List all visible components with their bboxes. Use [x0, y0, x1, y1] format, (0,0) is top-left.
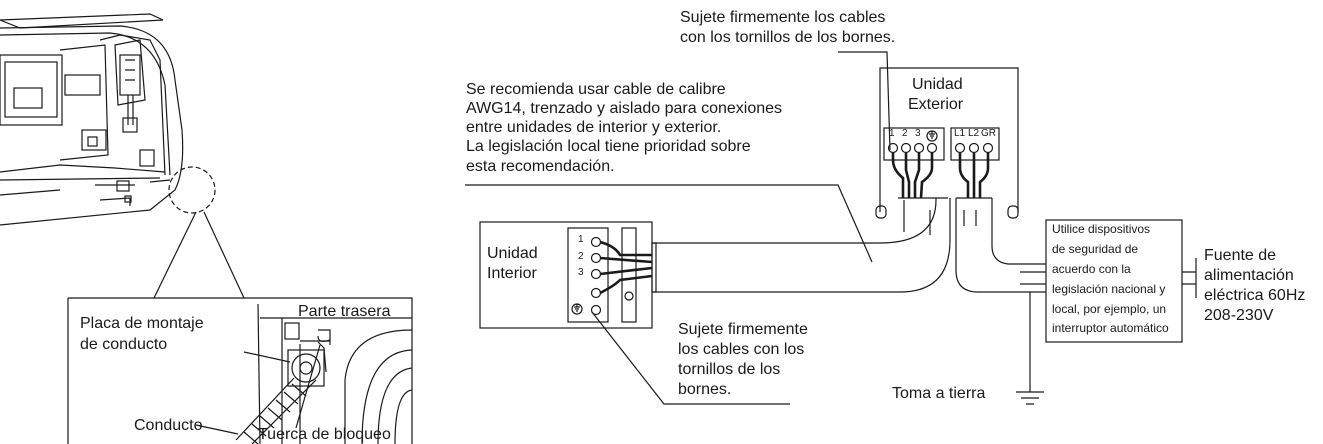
indoor-unit-illustration — [0, 13, 184, 226]
inset-rear-label: Parte trasera — [298, 303, 391, 320]
indoor-unit-label-line1: Unidad — [487, 245, 538, 262]
interconnect-cable — [652, 197, 951, 293]
outdoor-terminal-1: 1 — [889, 128, 895, 139]
ground-symbol — [1016, 384, 1044, 405]
detail-marker-circle — [168, 166, 216, 214]
safety-note-line6: interruptor automático — [1052, 321, 1169, 335]
tighten-note-bottom-line4: bornes. — [678, 381, 732, 398]
tighten-note-bottom-line1: Sujete firmemente — [678, 321, 808, 338]
cable-recommendation-line3: entre unidades de interior y exterior. — [466, 119, 722, 136]
safety-note-line4: legislación nacional y — [1052, 282, 1166, 296]
safety-note-line3: acuerdo con la — [1052, 262, 1131, 276]
outdoor-terminal-gr: GR — [981, 128, 996, 139]
tighten-note-bottom-line3: tornillos de los — [678, 361, 781, 378]
inset-plate-label-line1: Placa de montaje — [80, 315, 204, 332]
cable-recommendation-line2: AWG14, trenzado y aislado para conexione… — [466, 100, 783, 117]
outdoor-unit-label-line2: Exterior — [908, 96, 964, 113]
indoor-terminal-2: 2 — [578, 251, 584, 262]
cable-recommendation-line1: Se recomienda usar cable de calibre — [466, 81, 726, 98]
detail-leader-lines — [153, 211, 245, 299]
tighten-note-top-line2: con los tornillos de los bornes. — [680, 29, 896, 46]
outdoor-unit-box — [875, 67, 1019, 219]
outdoor-unit-label-line1: Unidad — [912, 76, 963, 93]
cable-recommendation-line4: La legislación local tiene prioridad sob… — [466, 138, 751, 155]
tighten-note-bottom-line2: los cables con los — [678, 341, 805, 358]
indoor-unit-box — [479, 221, 657, 329]
callout-leaders — [465, 51, 891, 405]
safety-note-line1: Utilice dispositivos — [1052, 222, 1151, 236]
tighten-note-top-line1: Sujete firmemente los cables — [680, 9, 886, 26]
power-source-line2: alimentación — [1204, 267, 1294, 284]
indoor-terminal-3: 3 — [578, 267, 584, 278]
outdoor-terminal-2: 2 — [902, 128, 908, 139]
outdoor-terminal-l1: L1 — [954, 128, 966, 139]
inset-plate-label-line2: de conducto — [80, 336, 168, 353]
indoor-terminal-1: 1 — [578, 234, 584, 245]
power-source-line3: eléctrica 60Hz — [1204, 287, 1306, 304]
conduit-detail-inset — [67, 297, 413, 444]
power-cable — [955, 197, 1197, 384]
power-source-line4: 208-230V — [1204, 307, 1274, 324]
safety-note-line5: local, por ejemplo, un — [1052, 302, 1167, 316]
indoor-unit-label-line2: Interior — [487, 265, 537, 282]
power-source-line1: Fuente de — [1204, 247, 1277, 264]
safety-note-line2: de seguridad de — [1052, 242, 1139, 256]
ground-label: Toma a tierra — [892, 385, 986, 402]
inset-conduit-label: Conducto — [134, 417, 203, 434]
inset-locknut-label: Tuerca de bloqueo — [258, 426, 391, 443]
outdoor-terminal-3: 3 — [915, 128, 921, 139]
outdoor-terminal-l2: L2 — [968, 128, 980, 139]
cable-recommendation-line5: esta recomendación. — [466, 158, 615, 175]
